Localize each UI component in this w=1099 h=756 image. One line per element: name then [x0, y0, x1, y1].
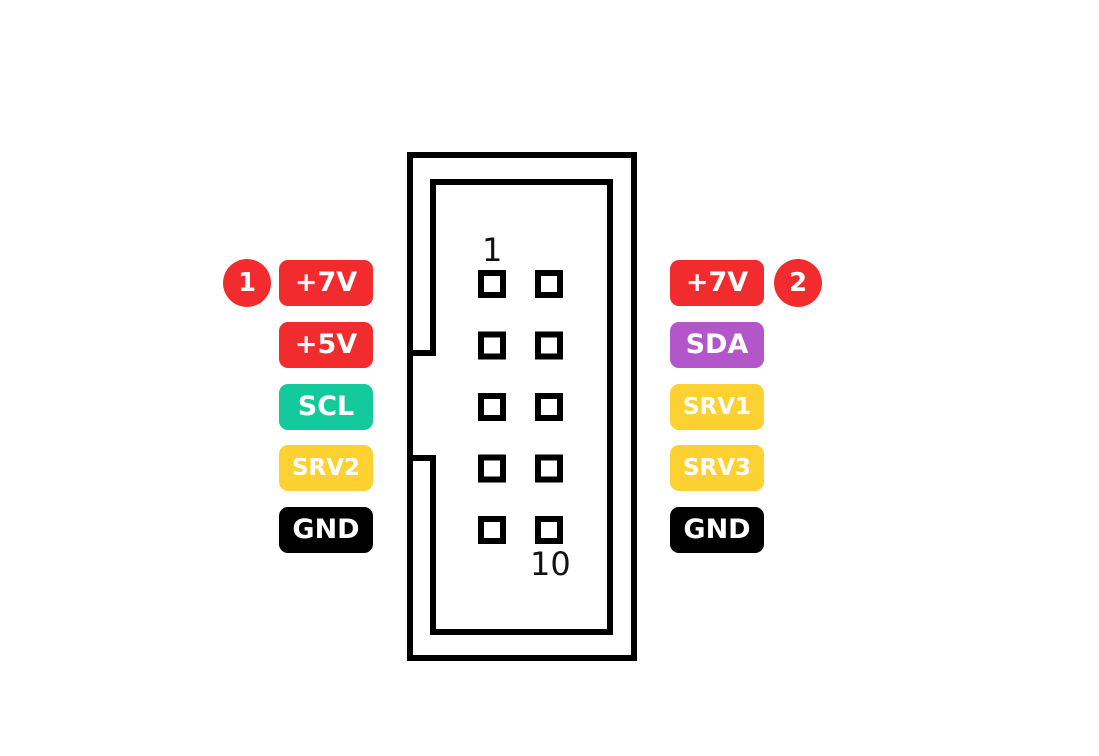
pin-label-right-10: GND — [670, 507, 764, 553]
pin-label-left-9: GND — [279, 507, 373, 553]
pin-label-left-7: SRV2 — [279, 445, 373, 491]
pin-2-badge: 2 — [774, 259, 822, 307]
pin-8 — [535, 454, 563, 483]
pin-7 — [478, 454, 506, 483]
pin-label-right-2: +7V — [670, 260, 764, 306]
pin-label-right-8: SRV3 — [670, 445, 764, 491]
pin-4 — [535, 331, 563, 360]
pin-3 — [478, 331, 506, 360]
pin-grid — [478, 270, 563, 544]
pin-1 — [478, 270, 506, 298]
pin-label-left-3: +5V — [279, 322, 373, 368]
pin-6 — [535, 393, 563, 421]
pin-label-left-5: SCL — [279, 384, 373, 430]
pin-number-last: 10 — [530, 545, 571, 583]
pin-2 — [535, 270, 563, 298]
pin-9 — [478, 516, 506, 544]
connector-housing-outer — [407, 152, 637, 661]
pin-10 — [535, 516, 563, 544]
pin-label-right-4: SDA — [670, 322, 764, 368]
pin-number-first: 1 — [482, 231, 503, 269]
pin-label-left-1: +7V — [279, 260, 373, 306]
connector-housing-inner — [407, 179, 613, 635]
pin-5 — [478, 393, 506, 421]
pin-label-right-6: SRV1 — [670, 384, 764, 430]
pin-1-badge: 1 — [223, 259, 271, 307]
